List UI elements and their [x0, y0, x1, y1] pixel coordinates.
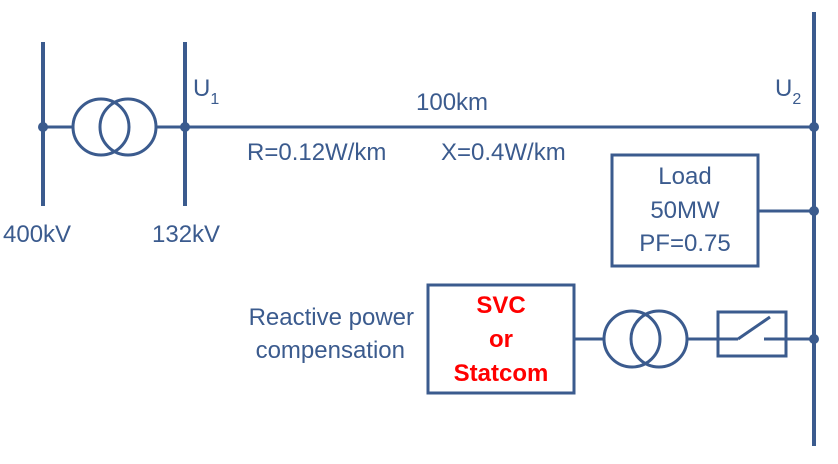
- compensation-transformer-icon: [602, 309, 689, 369]
- load-pf: PF=0.75: [639, 230, 730, 257]
- compensation-label-line2: compensation: [256, 337, 405, 364]
- compensation-label-line1: Reactive power: [249, 304, 414, 331]
- line-length-label: 100km: [416, 89, 488, 116]
- load-power: 50MW: [650, 197, 720, 224]
- voltage-400kv-label: 400kV: [3, 221, 71, 248]
- device-svc: SVC: [476, 292, 525, 319]
- line-reactance-label: X=0.4W/km: [441, 139, 566, 166]
- node-u1: [180, 122, 190, 132]
- line-resistance-label: R=0.12W/km: [247, 139, 386, 166]
- node-u2: [809, 122, 819, 132]
- load-title: Load: [658, 163, 711, 190]
- node-400kv: [38, 122, 48, 132]
- device-or: or: [489, 326, 513, 353]
- voltage-132kv-label: 132kV: [152, 221, 220, 248]
- device-statcom: Statcom: [454, 360, 549, 387]
- bus-u1-label: U1: [193, 75, 219, 108]
- switch-icon: [716, 310, 788, 358]
- bus-u2-label: U2: [775, 75, 801, 108]
- transformer-icon: [43, 97, 185, 157]
